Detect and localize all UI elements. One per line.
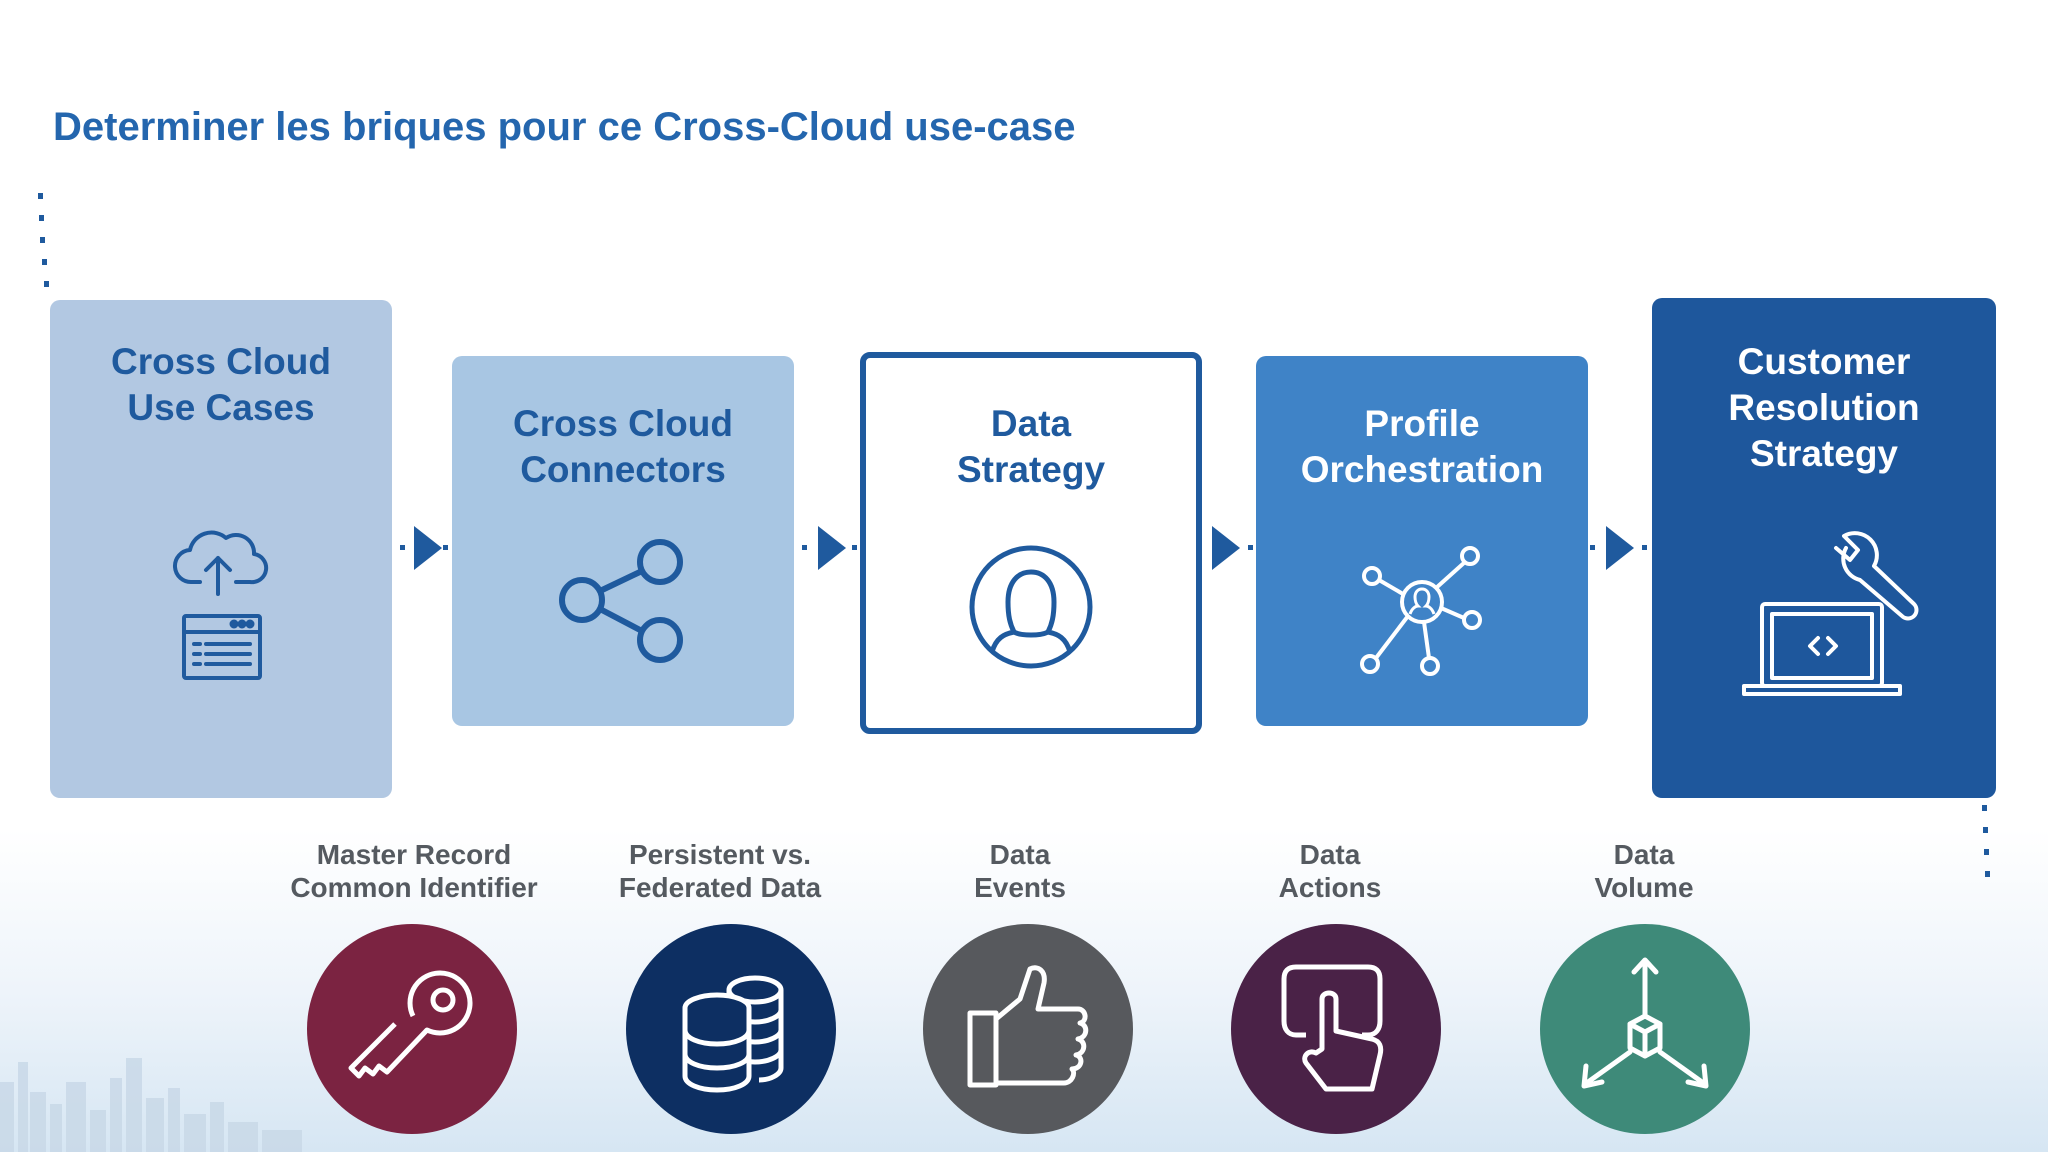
cube-icon <box>1581 957 1709 1089</box>
touch-icon <box>1281 964 1384 1092</box>
card-title: Cross Cloud Use Cases <box>111 341 331 428</box>
label-data-actions: Data Actions <box>1278 839 1382 903</box>
card-cross-cloud-connectors: Cross Cloud Connectors <box>452 356 794 726</box>
arrow-right-icon <box>400 526 448 570</box>
key-icon <box>348 970 473 1079</box>
laptop-wrench-icon <box>1742 531 1919 696</box>
label-data-events: Data Events <box>974 839 1066 903</box>
circle-data-events <box>923 924 1133 1134</box>
dotted-line-bottom-right <box>1982 805 1990 877</box>
circle-master-record <box>307 924 517 1134</box>
card-profile-orchestration: Profile Orchestration <box>1256 356 1588 726</box>
city-skyline-decoration <box>0 1058 302 1152</box>
cloud-upload-icon <box>173 530 269 680</box>
card-customer-resolution-strategy: Customer Resolution Strategy <box>1652 298 1996 798</box>
dotted-line-top-left <box>38 193 49 287</box>
network-icon <box>1360 546 1482 676</box>
card-title: Data Strategy <box>956 403 1106 490</box>
card-cross-cloud-use-cases: Cross Cloud Use Cases <box>50 300 392 798</box>
card-title: Customer Resolution Strategy <box>1728 341 1920 474</box>
share-icon <box>559 539 683 663</box>
label-master-record: Master Record Common Identifier <box>290 839 538 903</box>
card-title: Cross Cloud Connectors <box>513 403 733 490</box>
arrow-right-icon <box>802 526 857 570</box>
thumbs-up-icon <box>967 965 1089 1088</box>
label-data-volume: Data Volume <box>1594 839 1694 903</box>
page-title: Determiner les briques pour ce Cross-Clo… <box>53 105 1076 149</box>
card-title: Profile Orchestration <box>1300 403 1544 490</box>
database-icon <box>682 975 784 1093</box>
circle-data-actions <box>1231 924 1441 1134</box>
circle-persistent-federated <box>626 924 836 1134</box>
card-data-strategy: Data Strategy <box>860 352 1202 734</box>
circle-data-volume <box>1540 924 1750 1134</box>
arrow-right-icon <box>1212 526 1253 570</box>
person-icon <box>969 545 1093 669</box>
label-persistent-federated: Persistent vs. Federated Data <box>618 839 822 903</box>
arrow-right-icon <box>1590 526 1647 570</box>
